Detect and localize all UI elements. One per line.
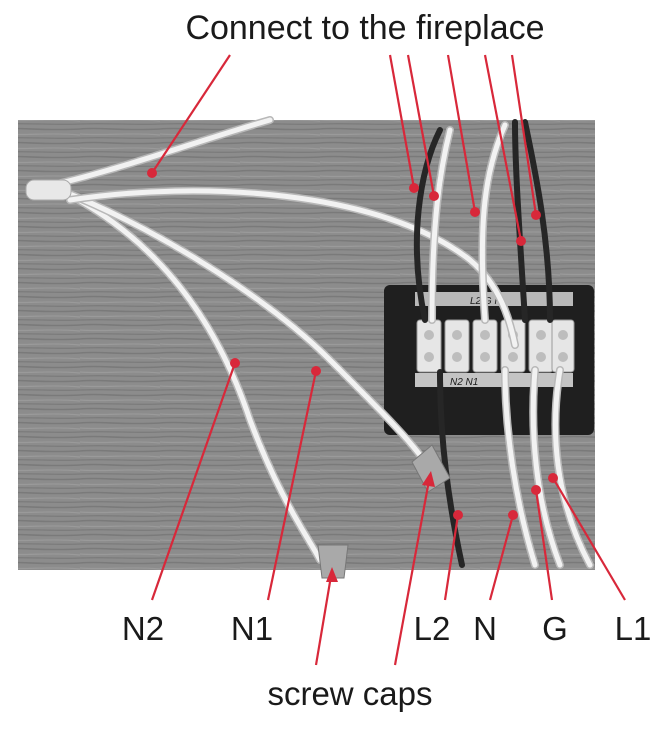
block-top-strip [415,292,573,306]
photo: L2 G N N2 N1 [18,116,595,579]
label-n: N [473,610,497,647]
leader-n1 [266,370,318,601]
wire-fp-1 [413,127,443,323]
terminal-1 [416,319,442,373]
terminal-2 [444,319,470,373]
block-bottom-text: N2 N1 [450,377,478,388]
label-n1: N1 [231,610,273,647]
white-wires [36,116,594,569]
leader-top-4 [446,54,477,213]
label-g: G [542,610,568,647]
arrow-cap-2 [422,471,435,487]
wire-fp-3-core [479,122,508,323]
terminal-block: L2 G N N2 N1 [384,285,594,435]
leader-top-2 [388,54,416,189]
label-l2: L2 [414,610,451,647]
wire-top-left-core [37,117,273,191]
wire-loop-core [67,188,518,348]
label-n2: N2 [122,610,164,647]
terminal-3 [472,319,498,373]
leader-l1 [552,477,626,601]
arrow-cap-1 [326,567,338,582]
terminal-screws [416,319,575,373]
leader-top-1 [151,54,231,174]
leader-n2 [150,362,237,601]
label-connect-fireplace: Connect to the fireplace [185,9,544,47]
wire-fp-2-core [429,127,453,323]
terminal-5 [528,319,554,373]
label-l1: L1 [615,610,652,647]
leader-l2 [443,514,460,601]
wire-n-out-core [502,367,538,568]
wire-g-out-core [530,367,563,568]
leader-g [534,489,554,601]
screw-cap-1 [317,544,349,579]
wire-n2-core [57,187,323,563]
leader-arrows [326,471,435,582]
wire-connector-left [25,179,72,201]
leader-cap-2 [393,474,432,666]
wire-l1-out-core [552,367,593,568]
leader-top-6 [510,54,538,216]
screw-cap-2 [411,444,451,493]
leader-top-5 [483,54,523,242]
leader-n [488,514,515,601]
terminal-6 [551,319,575,373]
wire-n1-core [57,187,428,465]
wire-fp-5 [522,119,553,323]
label-screw-caps: screw caps [267,675,432,712]
leader-cap-1 [314,569,334,666]
wire-fp-4 [512,119,528,323]
leader-lines [150,54,626,666]
leader-dots [147,168,558,520]
leader-top-3 [406,54,436,197]
